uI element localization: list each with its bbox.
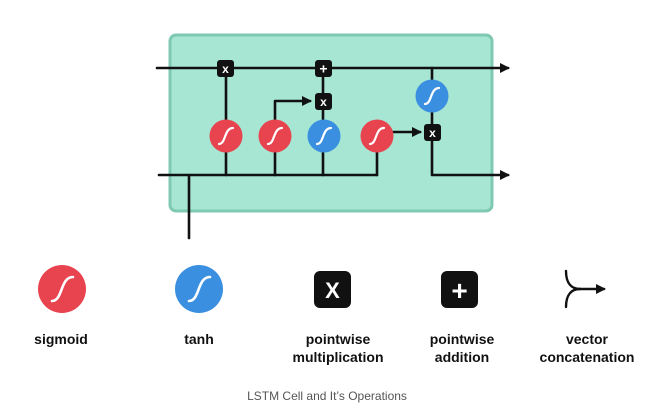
svg-text:X: X: [325, 278, 340, 303]
output-multiply-op: x: [424, 124, 441, 141]
tanh-icon: [187, 275, 212, 303]
forget-gate-sigmoid: [209, 119, 243, 153]
output-line: [430, 94, 510, 180]
svg-text:+: +: [451, 275, 467, 306]
legend-sigmoid-icon: [38, 265, 86, 313]
forget-multiply-op: x: [217, 60, 234, 77]
legend-label-tanh: tanh: [184, 331, 214, 347]
legend-label-add: pointwise addition: [429, 331, 495, 365]
legend-label-multiply: pointwise multiplication: [292, 331, 384, 365]
svg-text:x: x: [222, 62, 229, 76]
legend-multiply-icon: X: [314, 271, 351, 308]
legend-label-sigmoid: sigmoid: [34, 331, 88, 347]
sigmoid-icon: [217, 126, 235, 146]
candidate-tanh: [307, 119, 341, 153]
sigmoid-icon: [50, 275, 75, 303]
concatenation-icon: [564, 269, 606, 309]
legend-tanh-icon: [175, 265, 223, 313]
figure-caption: LSTM Cell and It’s Operations: [247, 389, 407, 403]
legend-plus-icon: +: [441, 271, 478, 308]
cell-output-tanh: [415, 79, 449, 113]
sigmoid-icon: [266, 126, 284, 146]
input-multiply-op: x: [315, 93, 332, 110]
svg-text:x: x: [320, 95, 327, 109]
tanh-icon: [315, 126, 333, 146]
sigmoid-icon: [368, 126, 386, 146]
legend-label-concat: vector concatenation: [539, 331, 635, 365]
svg-text:x: x: [429, 126, 436, 140]
input-gate-sigmoid: [258, 119, 292, 153]
output-gate-sigmoid: [360, 119, 394, 153]
svg-text:+: +: [319, 61, 327, 77]
tanh-icon: [423, 86, 441, 106]
cell-add-op: +: [315, 60, 332, 77]
